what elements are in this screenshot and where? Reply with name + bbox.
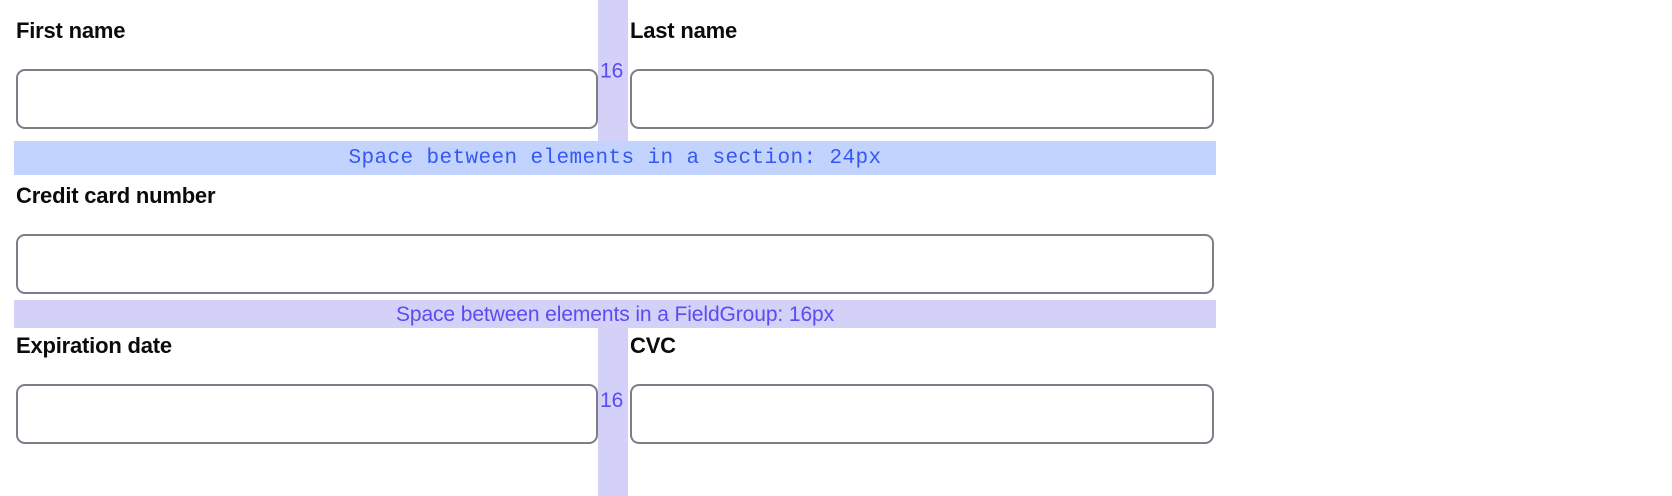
field-label-cvc: CVC — [630, 333, 676, 358]
field-expiration-date: Expiration date — [16, 333, 598, 444]
input-expiration-date[interactable] — [16, 384, 598, 444]
section-spacing-band-text: Space between elements in a section: 24p… — [348, 146, 882, 170]
input-credit-card-number[interactable] — [16, 234, 1214, 294]
expiry-row-gap-label: 16 — [600, 389, 624, 412]
fieldgroup-spacing-band: Space between elements in a FieldGroup: … — [14, 300, 1216, 328]
field-credit-card-number: Credit card number — [16, 183, 1214, 294]
field-label-expiration-date: Expiration date — [16, 333, 172, 358]
fieldgroup-spacing-band-text: Space between elements in a FieldGroup: … — [395, 302, 835, 326]
input-first-name[interactable] — [16, 69, 598, 129]
field-label-first-name: First name — [16, 18, 126, 43]
field-cvc: CVC — [630, 333, 1214, 444]
field-first-name: First name — [16, 18, 598, 129]
name-row-gap-label: 16 — [600, 59, 624, 82]
section-spacing-band: Space between elements in a section: 24p… — [14, 141, 1216, 175]
input-cvc[interactable] — [630, 384, 1214, 444]
input-last-name[interactable] — [630, 69, 1214, 129]
field-label-last-name: Last name — [630, 18, 738, 43]
expiry-row-gap-column: 16 — [598, 328, 628, 496]
field-last-name: Last name — [630, 18, 1214, 129]
name-row-gap-column: 16 — [598, 0, 628, 141]
field-label-credit-card-number: Credit card number — [16, 183, 216, 208]
